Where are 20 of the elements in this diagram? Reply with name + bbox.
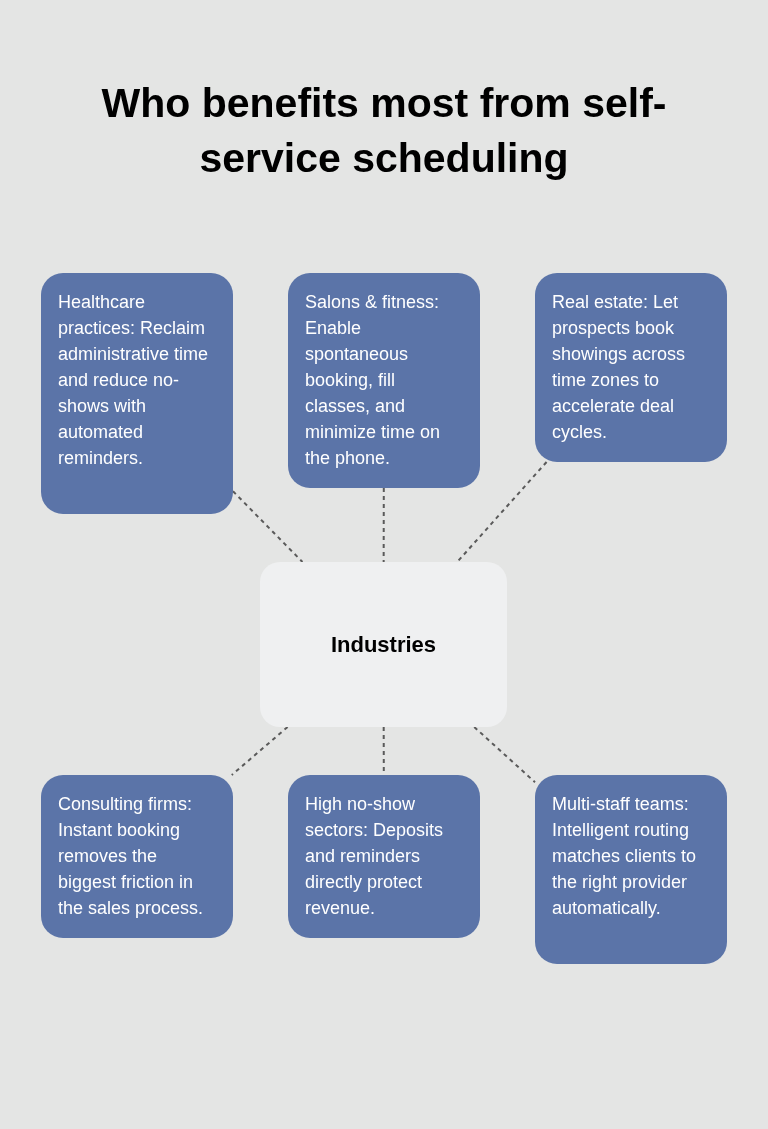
center-box (260, 562, 507, 727)
industry-box (535, 273, 727, 462)
industry-text: Multi-staff teams: Intelligent routing matches clients to the right provider automatically. (552, 793, 698, 920)
industry-text: Real estate: Let prospects book showings across time zones to accelerate deal cycles. (552, 291, 687, 444)
industry-box (535, 775, 727, 964)
center-label: Industries (330, 631, 437, 659)
dashed-connector (473, 726, 536, 784)
title: Who benefits most from self-service scheduling (100, 79, 668, 183)
industry-text: Consulting firms: Instant booking removes the biggest friction in the sales process. (58, 793, 205, 920)
industry-box (288, 775, 480, 938)
industry-text: Healthcare practices: Reclaim administrative time and reduce no-shows with automated reminders. (58, 291, 210, 470)
industry-box (41, 775, 233, 938)
dashed-connector (456, 461, 548, 563)
industry-box (288, 273, 480, 488)
dashed-connector (230, 726, 289, 776)
industry-text: Salons & fitness: Enable spontaneous booking, fill classes, and minimize time on the phone. (305, 291, 442, 470)
dashed-connector (382, 487, 385, 563)
dashed-connector (232, 490, 304, 563)
industry-text: High no-show sectors: Deposits and reminders directly protect revenue. (305, 793, 445, 920)
industry-box (41, 273, 233, 514)
